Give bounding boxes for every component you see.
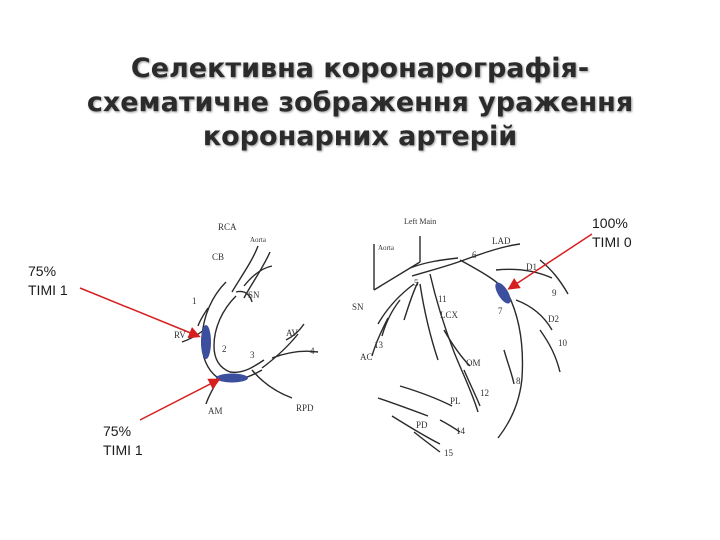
rca-segment-1-label: 1 — [192, 296, 197, 306]
rca-lesion-distal — [216, 373, 248, 383]
lca-segment-5-label: 5 — [414, 278, 419, 288]
callout-right-top-percent: 100% — [592, 215, 628, 231]
lca-aorta-label: Aorta — [378, 244, 395, 252]
rca-av-branch — [271, 350, 319, 359]
title-line-3: коронарних артерій — [202, 121, 518, 152]
lca-segment-10-label: 10 — [558, 338, 568, 348]
rca-schematic — [181, 245, 319, 405]
lca-pd-branch — [391, 415, 441, 445]
rca-segment-3-label: 3 — [250, 350, 255, 360]
callout-right-top-timi: TIMI 0 — [592, 234, 632, 250]
rca-sn-label: SN — [248, 290, 260, 300]
lca-n5-branch — [403, 281, 419, 321]
rca-label: RCA — [218, 222, 237, 232]
lca-pd-label: PD — [416, 420, 428, 430]
rca-aorta-wall — [231, 245, 259, 293]
lca-lad-distal — [497, 377, 523, 439]
callout-left-bottom: 75% TIMI 1 — [103, 422, 143, 460]
lca-d1-branch — [495, 268, 553, 279]
lca-segment-9-label: 9 — [552, 288, 557, 298]
lca-left-main — [409, 257, 459, 269]
lca-lcx — [429, 273, 479, 413]
callout-left-bottom-timi: TIMI 1 — [103, 442, 143, 458]
lca-sn-branch-2 — [381, 299, 401, 337]
lca-d2-branch — [515, 299, 553, 331]
rca-small-branch — [285, 323, 305, 341]
lca-segment-8-label: 8 — [516, 376, 521, 386]
rca-pd-branch — [251, 369, 293, 399]
lca-segment-15-label: 15 — [444, 448, 454, 458]
lca-ac-label: AC — [360, 352, 373, 362]
lca-sn-branch — [377, 283, 415, 325]
callout-right-top: 100% TIMI 0 — [592, 214, 632, 252]
rca-sn-branch — [235, 290, 253, 303]
rca-rv-branch-2 — [197, 307, 209, 327]
lca-lcx-label: LCX — [440, 310, 459, 320]
lca-lesion-lad — [495, 282, 511, 304]
lca-pl-branch-2 — [377, 397, 429, 417]
lca-d2-label: D2 — [548, 314, 559, 324]
lca-segment-12-label: 12 — [480, 388, 489, 398]
rca-rpd-label: RPD — [296, 403, 314, 413]
lca-lad-upper — [411, 243, 521, 277]
lca-segment-11-label: 11 — [438, 294, 447, 304]
lca-branch-8 — [503, 349, 515, 385]
lca-lad-label: LAD — [492, 236, 511, 246]
lca-branch-12 — [463, 369, 481, 407]
lca-segment-6-label: 6 — [472, 250, 477, 260]
rca-am-label: AM — [208, 406, 223, 416]
rca-lesion-proximal — [201, 325, 211, 359]
arrow-left-bottom — [139, 378, 221, 421]
rca-main-inner — [213, 295, 265, 374]
lca-lcx-inner — [419, 283, 439, 361]
lca-sn-label: SN — [352, 302, 364, 312]
rca-aorta-wall-inner — [243, 251, 271, 299]
arrow-left-top — [79, 287, 201, 339]
rca-segment-4-label: 4 — [310, 346, 315, 356]
lca-left-main-label: Left Main — [404, 217, 436, 226]
rca-cb-branch — [243, 265, 273, 287]
rca-av-label: AV — [286, 328, 298, 338]
callout-left-bottom-percent: 75% — [103, 423, 132, 439]
lca-ac-branch — [371, 317, 389, 357]
callout-left-top-timi: TIMI 1 — [28, 282, 68, 298]
rca-rv-label: RV — [174, 330, 186, 340]
slide-title: Селективна коронарографія- схематичне зо… — [0, 52, 720, 154]
rca-cb-label: CB — [212, 252, 224, 262]
callout-left-top: 75% TIMI 1 — [28, 262, 68, 300]
lca-pl-branch — [399, 385, 453, 407]
lca-pl-label: PL — [450, 396, 461, 406]
lca-om-branch — [443, 329, 471, 367]
lca-d2-branch-2 — [539, 329, 561, 373]
lca-segment-14-label: 14 — [456, 426, 466, 436]
lca-d1-branch-2 — [539, 259, 569, 295]
title-line-2: схематичне зображення ураження — [86, 87, 634, 118]
callout-left-top-percent: 75% — [28, 263, 57, 279]
rca-segment-2-label: 2 — [222, 344, 227, 354]
arrow-right-top — [507, 233, 593, 290]
lca-d1-label: D1 — [526, 262, 537, 272]
lca-om-label: OM — [466, 358, 481, 368]
rca-aorta-label: Aorta — [250, 236, 267, 244]
rca-distal — [261, 333, 299, 369]
lca-pd-branch-2 — [413, 431, 441, 453]
lca-segment-13-label: 13 — [374, 340, 384, 350]
lca-branch-14 — [439, 419, 461, 433]
lca-segment-7-label: 7 — [498, 306, 503, 316]
title-line-1: Селективна коронарографія- — [130, 53, 590, 84]
